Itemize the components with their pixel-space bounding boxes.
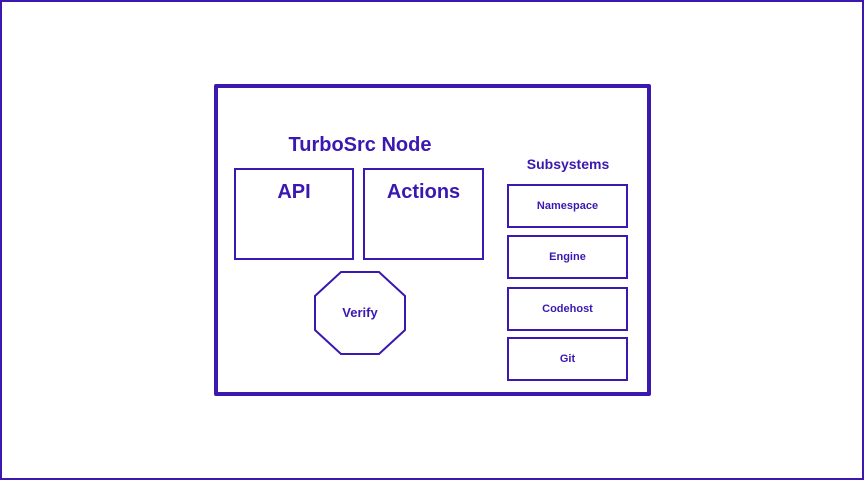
subsystem-codehost: Codehost [507, 287, 628, 331]
subsystem-namespace: Namespace [507, 184, 628, 228]
actions-label: Actions [386, 181, 461, 203]
node-title: TurboSrc Node [288, 134, 432, 156]
api-label: API [277, 181, 311, 203]
verify-octagon: Verify [314, 271, 406, 355]
subsystem-label: Git [559, 353, 576, 365]
subsystem-label: Codehost [542, 303, 593, 315]
verify-label: Verify [342, 305, 378, 320]
subsystem-git: Git [507, 337, 628, 381]
actions-box: Actions [363, 168, 484, 260]
api-box: API [234, 168, 354, 260]
octagon-shape [314, 271, 406, 355]
subsystem-engine: Engine [507, 235, 628, 279]
subsystem-label: Engine [549, 251, 586, 263]
turbosrc-node-box [214, 84, 651, 396]
subsystems-title: Subsystems [526, 156, 610, 172]
subsystem-label: Namespace [536, 200, 599, 212]
